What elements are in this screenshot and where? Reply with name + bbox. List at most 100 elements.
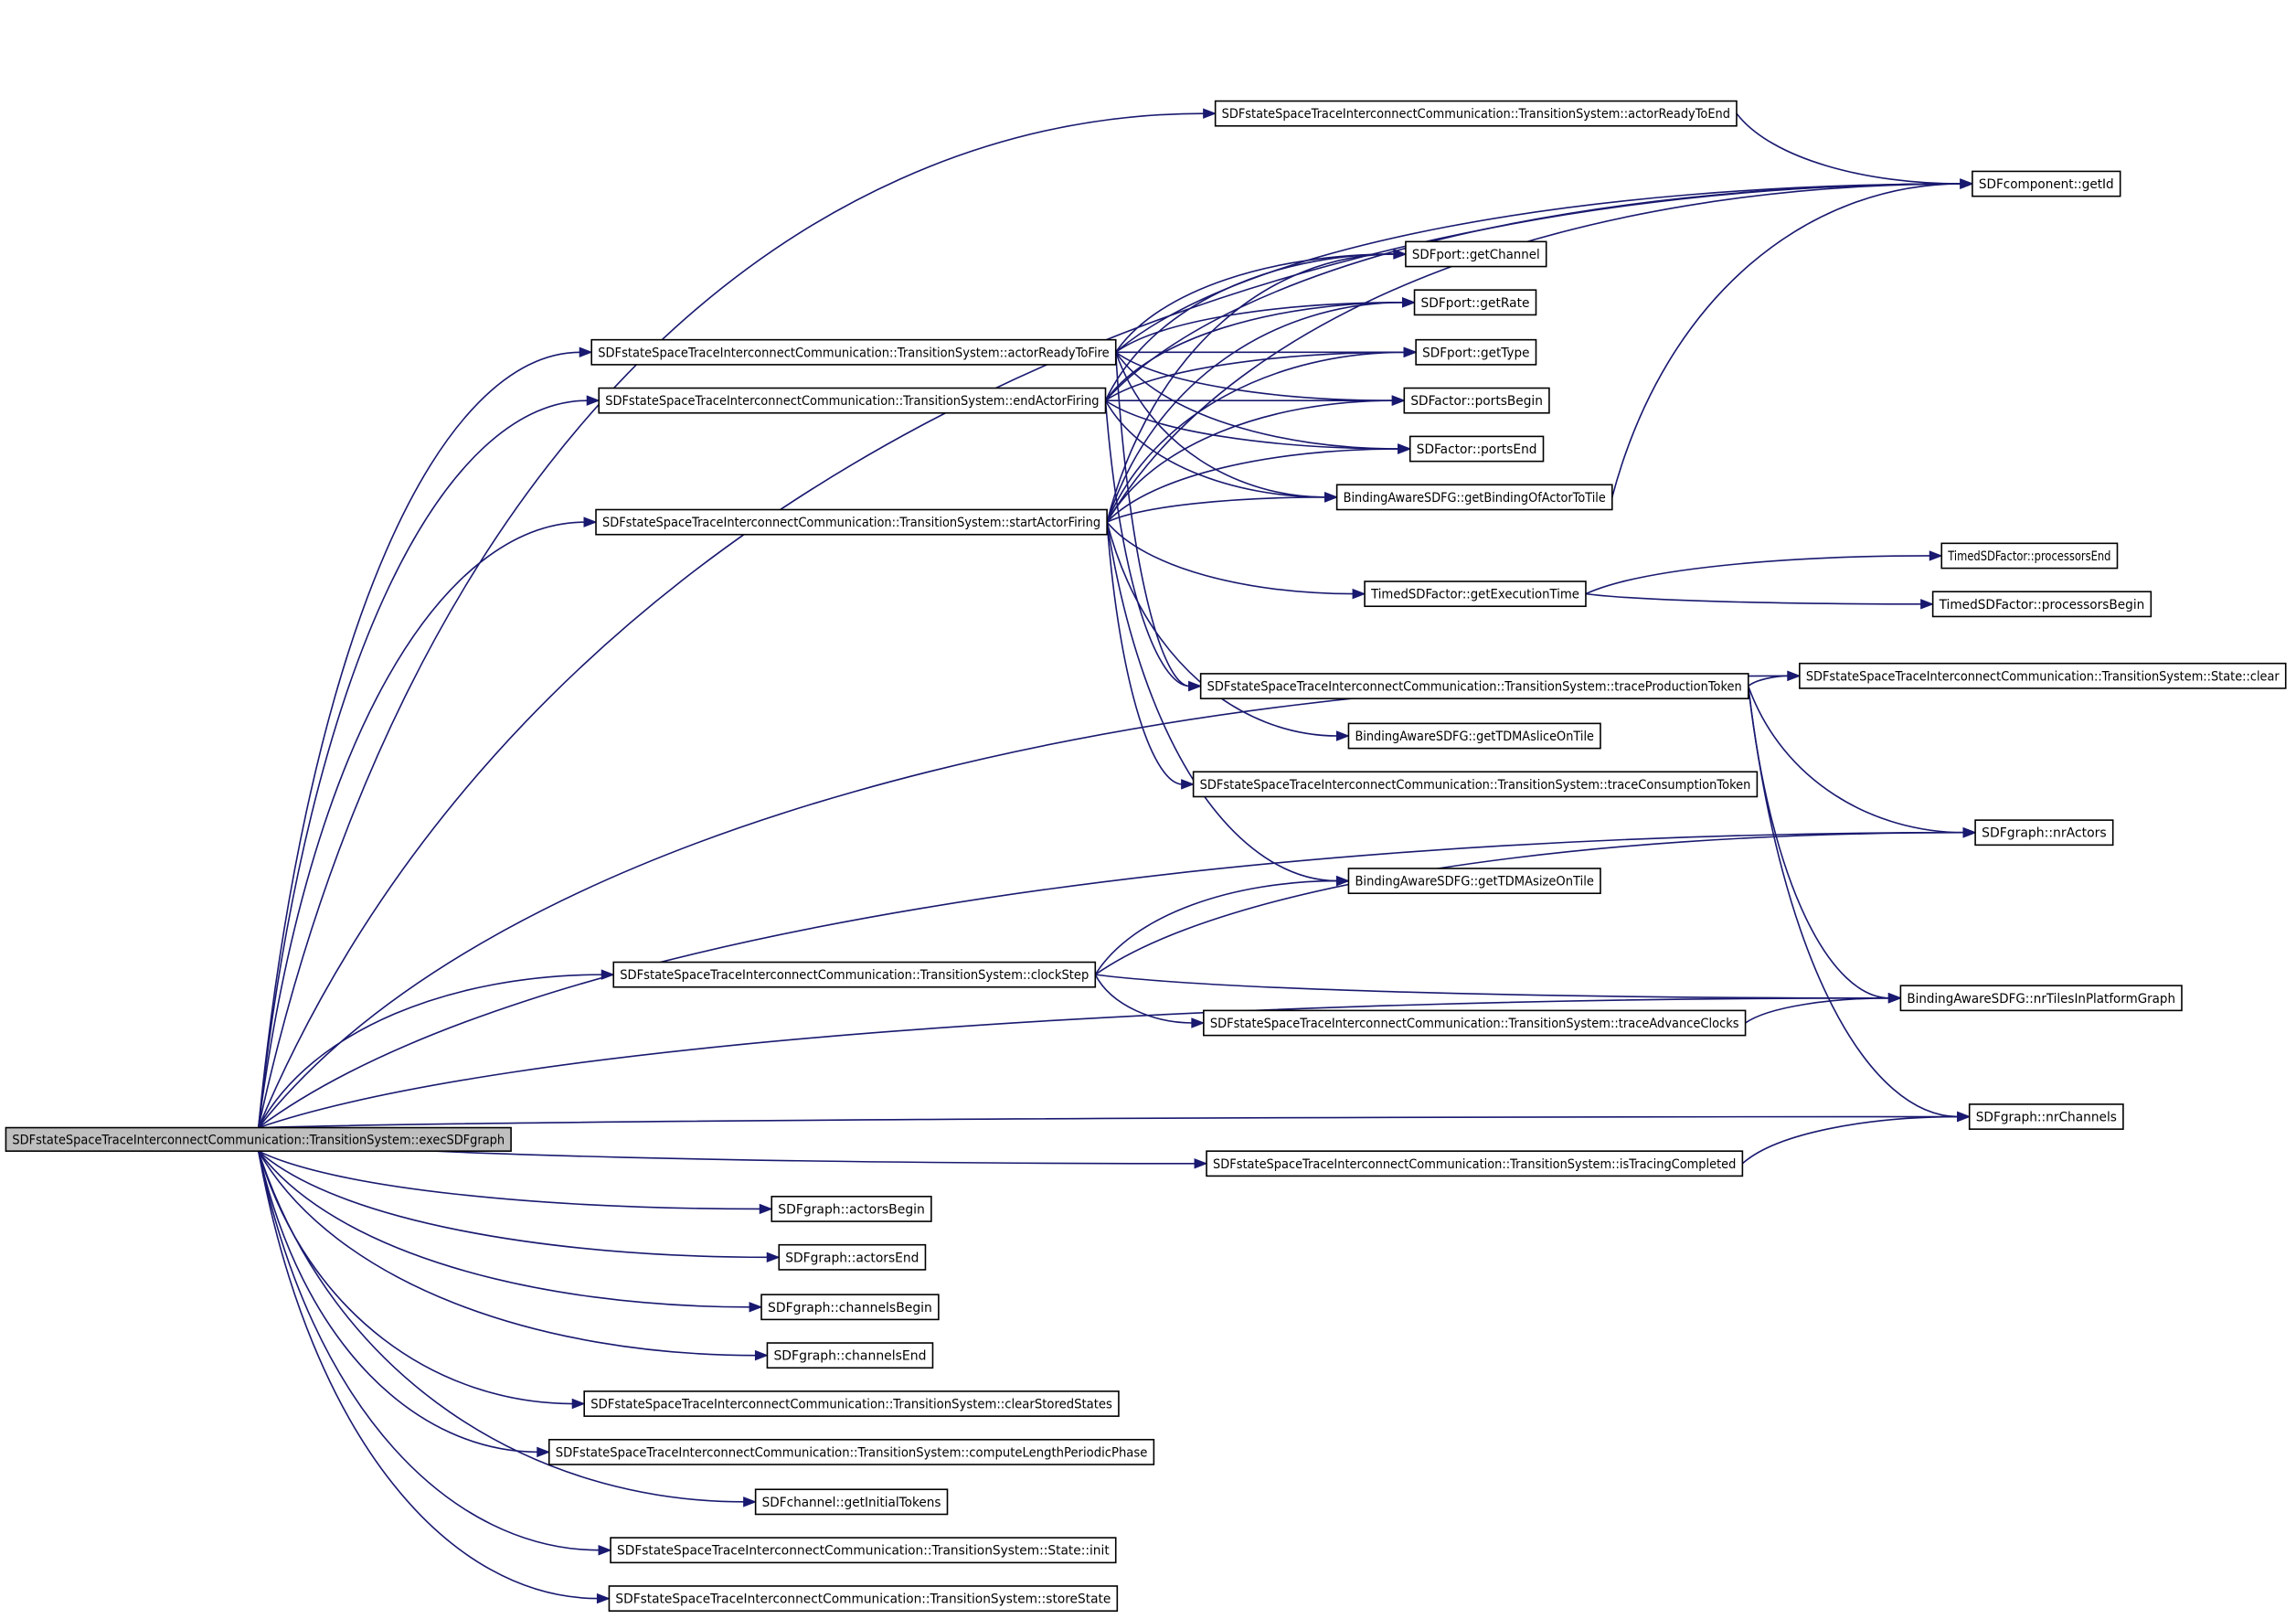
- edge-exec-to-store-state: [257, 1151, 599, 1600]
- node-nr-tiles[interactable]: BindingAwareSDFG::nrTilesInPlatformGraph: [1899, 985, 2183, 1012]
- edge-exec-to-clock-step: [258, 974, 603, 1128]
- node-box[interactable]: [760, 1294, 940, 1321]
- edge-exec-to-channels-begin: [258, 1150, 751, 1308]
- node-box[interactable]: [547, 1438, 1155, 1465]
- node-get-rate[interactable]: SDFport::getRate: [1413, 289, 1537, 316]
- node-box[interactable]: [1335, 484, 1613, 511]
- arrowhead-icon: [586, 395, 601, 406]
- node-box[interactable]: [1199, 673, 1749, 699]
- node-trace-prod[interactable]: SDFstateSpaceTraceInterconnectCommunicat…: [1199, 673, 1749, 699]
- node-trace-adv[interactable]: SDFstateSpaceTraceInterconnectCommunicat…: [1203, 1009, 1747, 1037]
- node-box[interactable]: [1974, 819, 2114, 847]
- node-box[interactable]: [1214, 100, 1738, 127]
- node-box[interactable]: [612, 961, 1097, 988]
- node-box[interactable]: [608, 1585, 1119, 1612]
- edge-exec-to-compute-len: [257, 1150, 538, 1454]
- node-box[interactable]: [1799, 662, 2287, 689]
- node-box[interactable]: [590, 338, 1117, 366]
- node-get-type[interactable]: SDFport::getType: [1415, 338, 1537, 366]
- arrowhead-icon: [537, 1446, 551, 1458]
- node-box[interactable]: [595, 508, 1108, 536]
- node-proc-end[interactable]: TimedSDFactor::processorsEnd: [1940, 542, 2119, 570]
- node-box[interactable]: [1203, 1009, 1747, 1037]
- node-box[interactable]: [778, 1243, 927, 1271]
- node-channels-begin[interactable]: SDFgraph::channelsBegin: [760, 1294, 940, 1321]
- node-binding[interactable]: BindingAwareSDFG::getBindingOfActorToTil…: [1335, 484, 1613, 511]
- edge-exec-to-start-firing: [257, 521, 586, 1128]
- node-box[interactable]: [771, 1196, 932, 1222]
- node-label: SDFstateSpaceTraceInterconnectCommunicat…: [1222, 107, 1730, 122]
- node-init-tokens[interactable]: SDFchannel::getInitialTokens: [754, 1488, 949, 1516]
- arrowhead-icon: [759, 1203, 773, 1215]
- node-box[interactable]: [766, 1342, 934, 1369]
- node-ports-end[interactable]: SDFactor::portsEnd: [1408, 435, 1545, 463]
- node-ports-begin[interactable]: SDFactor::portsBegin: [1403, 387, 1550, 414]
- edge-start-firing-to-binding: [1106, 496, 1326, 523]
- node-box[interactable]: [1899, 985, 2183, 1012]
- node-state-init[interactable]: SDFstateSpaceTraceInterconnectCommunicat…: [610, 1537, 1117, 1564]
- node-label: BindingAwareSDFG::getTDMAsizeOnTile: [1355, 875, 1594, 889]
- node-box[interactable]: [1405, 240, 1547, 268]
- node-trace-cons[interactable]: SDFstateSpaceTraceInterconnectCommunicat…: [1192, 771, 1759, 798]
- arrowhead-icon: [583, 517, 598, 527]
- node-label: SDFstateSpaceTraceInterconnectCommunicat…: [12, 1133, 505, 1147]
- node-store-state[interactable]: SDFstateSpaceTraceInterconnectCommunicat…: [608, 1585, 1119, 1612]
- node-get-id[interactable]: SDFcomponent::getId: [1972, 170, 2121, 197]
- arrowhead-icon: [1188, 680, 1203, 692]
- node-box[interactable]: [1206, 1150, 1744, 1177]
- node-exec-time[interactable]: TimedSDFactor::getExecutionTime: [1364, 580, 1587, 608]
- arrowhead-icon: [1191, 1017, 1206, 1028]
- node-label: SDFstateSpaceTraceInterconnectCommunicat…: [1210, 1017, 1739, 1031]
- node-box[interactable]: [610, 1537, 1117, 1564]
- node-nr-channels[interactable]: SDFgraph::nrChannels: [1968, 1103, 2124, 1130]
- node-actors-end[interactable]: SDFgraph::actorsEnd: [778, 1243, 927, 1271]
- node-actors-begin[interactable]: SDFgraph::actorsBegin: [771, 1196, 932, 1222]
- node-clear-stored[interactable]: SDFstateSpaceTraceInterconnectCommunicat…: [583, 1390, 1120, 1417]
- node-box[interactable]: [1415, 338, 1537, 366]
- node-box[interactable]: [598, 387, 1107, 414]
- node-tdma-size[interactable]: BindingAwareSDFG::getTDMAsizeOnTile: [1347, 868, 1601, 895]
- edge-exec-to-actors-begin: [258, 1150, 761, 1210]
- node-tdma-slice[interactable]: BindingAwareSDFG::getTDMAsliceOnTile: [1347, 722, 1601, 750]
- node-channels-end[interactable]: SDFgraph::channelsEnd: [766, 1342, 934, 1369]
- node-box[interactable]: [583, 1390, 1120, 1417]
- node-clock-step[interactable]: SDFstateSpaceTraceInterconnectCommunicat…: [612, 961, 1097, 988]
- node-exec[interactable]: SDFstateSpaceTraceInterconnectCommunicat…: [5, 1126, 512, 1152]
- node-state-clear[interactable]: SDFstateSpaceTraceInterconnectCommunicat…: [1799, 662, 2287, 689]
- node-label: SDFgraph::nrActors: [1982, 826, 2107, 841]
- node-box[interactable]: [1403, 387, 1550, 414]
- node-box[interactable]: [1347, 868, 1601, 895]
- node-label: SDFchannel::getInitialTokens: [762, 1496, 941, 1510]
- node-ready-to-end[interactable]: SDFstateSpaceTraceInterconnectCommunicat…: [1214, 100, 1738, 127]
- node-box[interactable]: [1931, 591, 2152, 618]
- node-label: SDFgraph::actorsBegin: [778, 1202, 925, 1217]
- node-end-firing[interactable]: SDFstateSpaceTraceInterconnectCommunicat…: [598, 387, 1107, 414]
- edge-end-firing-to-ports-end: [1105, 399, 1399, 450]
- node-box[interactable]: [1408, 435, 1545, 463]
- node-box[interactable]: [5, 1126, 512, 1152]
- node-box[interactable]: [1347, 722, 1601, 750]
- node-box[interactable]: [754, 1488, 949, 1516]
- node-proc-begin[interactable]: TimedSDFactor::processorsBegin: [1931, 591, 2152, 618]
- edge-ready-to-end-to-get-id: [1736, 112, 1961, 185]
- node-ready-to-fire[interactable]: SDFstateSpaceTraceInterconnectCommunicat…: [590, 338, 1117, 366]
- arrowhead-icon: [571, 1398, 586, 1410]
- arrowhead-icon: [1920, 599, 1935, 610]
- node-box[interactable]: [1413, 289, 1537, 316]
- edge-ready-to-fire-to-binding: [1114, 352, 1326, 498]
- edge-trace-adv-to-nr-tiles: [1745, 996, 1890, 1024]
- node-box[interactable]: [1972, 170, 2121, 197]
- arrowhead-icon: [579, 346, 593, 358]
- edge-end-firing-to-get-type: [1105, 351, 1406, 401]
- node-box[interactable]: [1192, 771, 1759, 798]
- node-box[interactable]: [1968, 1103, 2124, 1130]
- arrowhead-icon: [1787, 670, 1802, 682]
- node-compute-len[interactable]: SDFstateSpaceTraceInterconnectCommunicat…: [547, 1438, 1155, 1465]
- node-box[interactable]: [1364, 580, 1587, 608]
- edge-clock-step-to-nr-actors: [1094, 831, 1965, 975]
- node-nr-actors[interactable]: SDFgraph::nrActors: [1974, 819, 2114, 847]
- node-get-channel[interactable]: SDFport::getChannel: [1405, 240, 1547, 268]
- node-box[interactable]: [1940, 542, 2119, 570]
- node-start-firing[interactable]: SDFstateSpaceTraceInterconnectCommunicat…: [595, 508, 1108, 536]
- node-tracing-done[interactable]: SDFstateSpaceTraceInterconnectCommunicat…: [1206, 1150, 1744, 1177]
